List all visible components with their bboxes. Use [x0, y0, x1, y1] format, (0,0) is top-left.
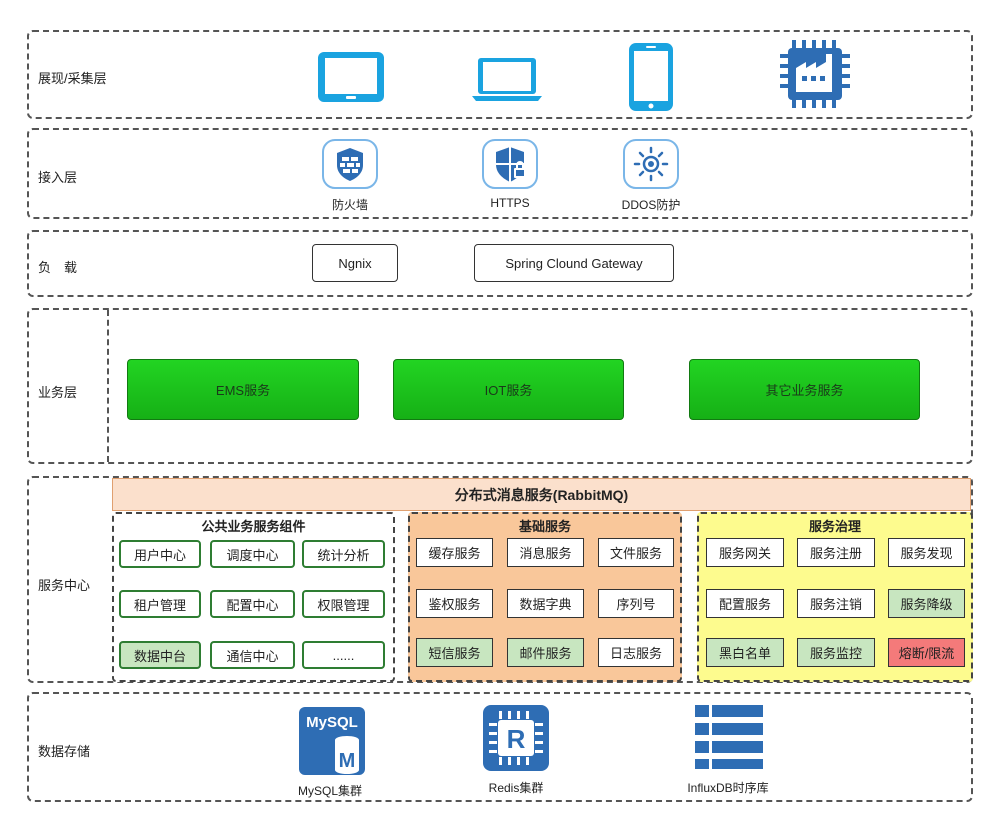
service-monitor: 服务监控	[797, 638, 875, 667]
user-center: 用户中心	[119, 540, 201, 568]
access-layer	[27, 128, 973, 219]
phone-icon	[627, 41, 675, 118]
iot-service: IOT服务	[393, 359, 624, 420]
storage-layer	[27, 692, 973, 802]
iot-chip-icon	[778, 38, 852, 115]
influxdb-icon	[693, 703, 765, 776]
firewall-label: 防火墙	[331, 198, 368, 212]
storage-layer-label: 数据存储	[38, 744, 91, 759]
service-discovery: 服务发现	[888, 538, 965, 567]
message-service: 消息服务	[507, 538, 584, 567]
mq-title: 分布式消息服务(RabbitMQ)	[454, 486, 629, 503]
governance-title: 服务治理	[808, 519, 861, 534]
sms-service: 短信服务	[416, 638, 493, 667]
black-white-list: 黑白名单	[706, 638, 784, 667]
service-deregister: 服务注销	[797, 589, 875, 618]
tenant-management: 租户管理	[119, 590, 201, 618]
load-layer	[27, 230, 973, 297]
cache-service: 缓存服务	[416, 538, 493, 567]
tablet-icon	[316, 50, 386, 109]
schedule-center: 调度中心	[210, 540, 295, 568]
data-middle-platform: 数据中台	[119, 641, 201, 669]
redis-label: Redis集群	[488, 781, 544, 795]
config-service: 配置服务	[706, 589, 784, 618]
other-business-service: 其它业务服务	[689, 359, 920, 420]
mq-bar: 分布式消息服务(RabbitMQ)	[112, 478, 971, 511]
presentation-layer	[27, 30, 973, 119]
mysql-label: MySQL集群	[297, 784, 362, 798]
mysql-logo-letter: M	[339, 750, 356, 772]
config-center: 配置中心	[210, 590, 295, 618]
file-service: 文件服务	[598, 538, 674, 567]
communication-center: 通信中心	[210, 641, 295, 669]
firewall-icon	[321, 138, 379, 195]
https-shield-icon	[481, 138, 539, 195]
redis-icon: R	[481, 703, 551, 778]
business-layer	[27, 308, 973, 464]
influxdb-label: InfluxDB时序库	[687, 781, 769, 795]
ddos-icon	[622, 138, 680, 195]
base-services-title: 基础服务	[518, 519, 571, 534]
access-layer-label: 接入层	[38, 170, 78, 185]
service-degrade: 服务降级	[888, 589, 965, 618]
statistics: 统计分析	[302, 540, 385, 568]
serial-number: 序列号	[598, 589, 674, 618]
redis-logo-letter: R	[507, 724, 526, 754]
presentation-layer-label: 展现/采集层	[38, 71, 107, 86]
public-components-title: 公共业务服务组件	[201, 519, 306, 534]
business-layer-divider	[107, 310, 109, 462]
business-layer-label: 业务层	[38, 385, 78, 400]
mysql-icon: MySQL M	[297, 705, 367, 782]
mysql-logo-text: MySQL	[306, 714, 358, 731]
laptop-icon	[470, 56, 544, 107]
log-service: 日志服务	[598, 638, 674, 667]
more-items: ......	[302, 641, 385, 669]
service-center-label: 服务中心	[38, 578, 91, 593]
nginx-box: Ngnix	[312, 244, 398, 282]
load-layer-label: 负 载	[38, 260, 78, 275]
service-gateway: 服务网关	[706, 538, 784, 567]
auth-service: 鉴权服务	[416, 589, 493, 618]
permission-management: 权限管理	[302, 590, 385, 618]
ems-service: EMS服务	[127, 359, 359, 420]
data-dictionary: 数据字典	[507, 589, 584, 618]
mail-service: 邮件服务	[507, 638, 584, 667]
circuit-breaker: 熔断/限流	[888, 638, 965, 667]
ddos-label: DDOS防护	[621, 198, 681, 212]
https-label: HTTPS	[490, 196, 530, 210]
service-registry: 服务注册	[797, 538, 875, 567]
gateway-box: Spring Clound Gateway	[474, 244, 674, 282]
